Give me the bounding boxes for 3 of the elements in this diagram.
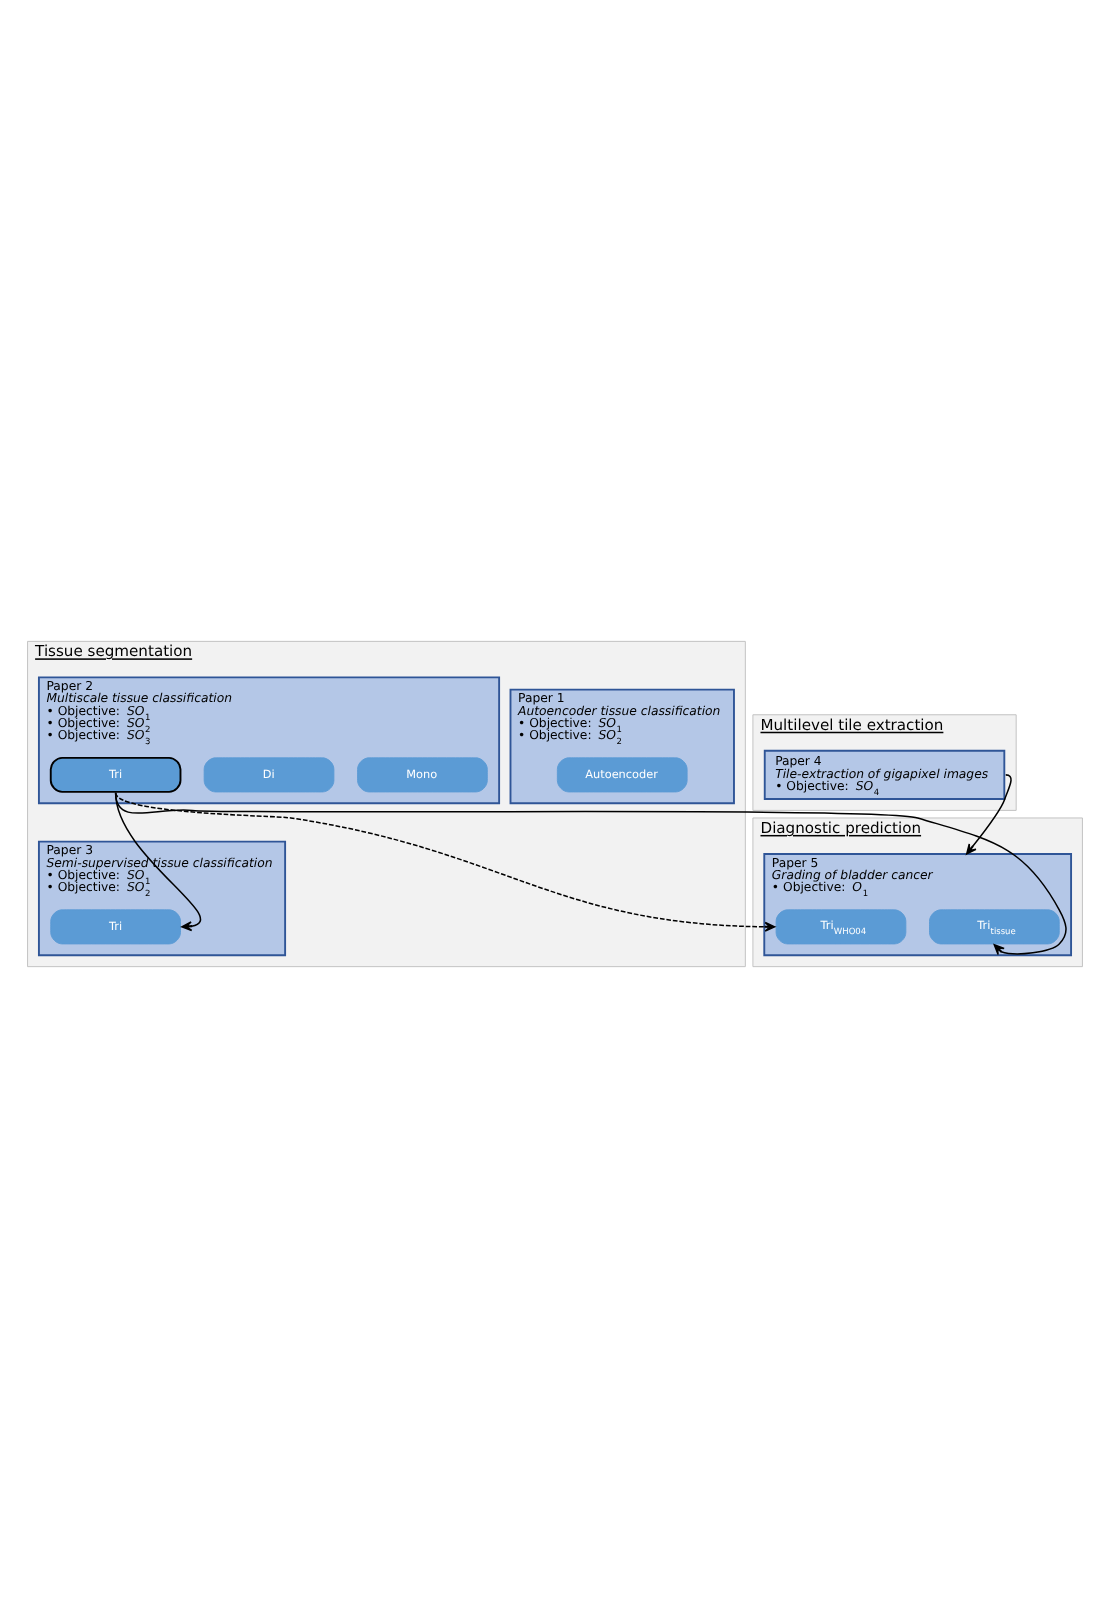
arrow — [114, 792, 1067, 956]
arrow — [114, 792, 776, 932]
arrow — [965, 774, 1012, 855]
